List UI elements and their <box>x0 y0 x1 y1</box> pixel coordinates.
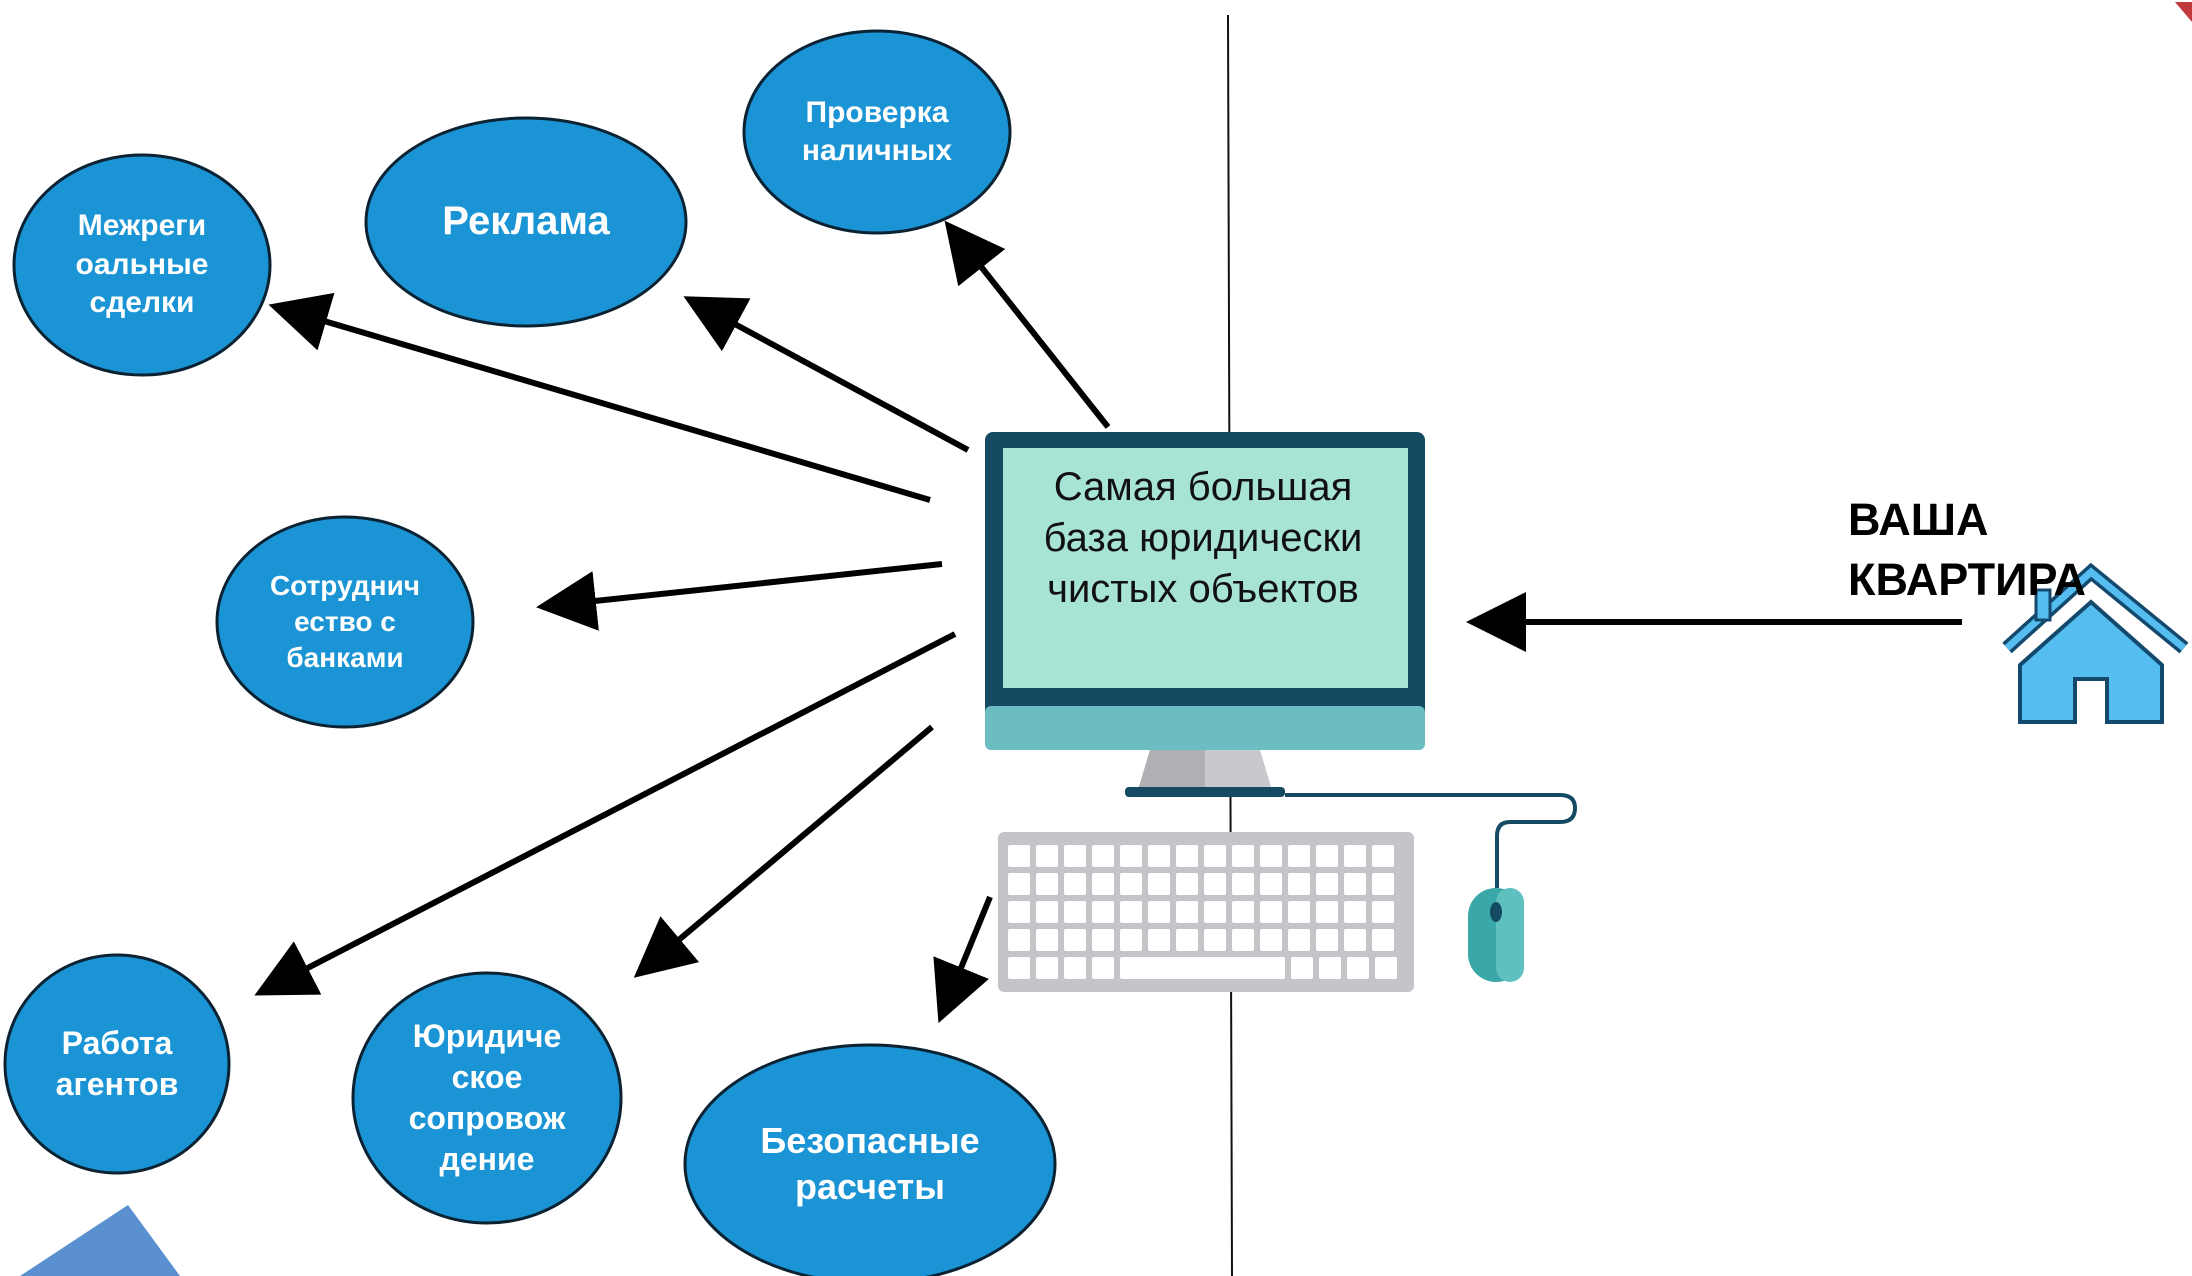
keyboard-key <box>1232 929 1254 951</box>
keyboard-key <box>1092 957 1114 979</box>
arrow-to-sotrudnichestvo <box>536 561 943 631</box>
corner-triangle-shape <box>20 1205 180 1276</box>
keyboard-key <box>1176 873 1198 895</box>
keyboard-key <box>1347 957 1369 979</box>
keyboard-key <box>1260 929 1282 951</box>
keyboard-key <box>1092 929 1114 951</box>
keyboard-key <box>1344 873 1366 895</box>
arrow-to-bezopasnye <box>933 895 993 1024</box>
keyboard-key <box>1372 901 1394 923</box>
keyboard-key <box>1204 929 1226 951</box>
computer-icon <box>985 432 1578 992</box>
keyboard-key <box>1176 901 1198 923</box>
monitor-base <box>1125 787 1285 797</box>
keyboard-key <box>1288 929 1310 951</box>
center-text: Самая большая база юридически чистых объ… <box>1043 465 1363 611</box>
keyboard-key <box>1120 957 1285 979</box>
keyboard-key <box>1092 873 1114 895</box>
keyboard-key <box>1316 845 1338 867</box>
keyboard-key <box>1036 873 1058 895</box>
keyboard-key <box>1260 901 1282 923</box>
mouse-cable <box>1285 793 1578 888</box>
keyboard-key <box>1036 957 1058 979</box>
keyboard-key <box>1148 845 1170 867</box>
keyboard-key <box>1260 845 1282 867</box>
arrow-to-mezhregionalnye <box>268 292 931 503</box>
center-database-text: Самая большая база юридически чистых объ… <box>1003 462 1403 642</box>
keyboard-key <box>1036 901 1058 923</box>
keyboard-key <box>1344 929 1366 951</box>
arrow-to-reklama <box>683 296 970 453</box>
keyboard-key <box>1291 957 1313 979</box>
keyboard-key <box>1148 873 1170 895</box>
keyboard-key <box>1064 957 1086 979</box>
keyboard-key <box>1319 957 1341 979</box>
arrow-to-yuridicheskoe <box>633 724 934 978</box>
keyboard-key <box>1344 901 1366 923</box>
keyboard-key <box>1288 873 1310 895</box>
node-reklama <box>364 116 688 328</box>
keyboard-key <box>1064 873 1086 895</box>
node-sotrudnichestvo <box>215 515 475 729</box>
arrows <box>254 220 1962 1024</box>
keyboard-key <box>1232 845 1254 867</box>
keyboard-key <box>1092 845 1114 867</box>
node-yuridicheskoe <box>351 971 623 1225</box>
keyboard-key <box>1120 929 1142 951</box>
keyboard-key <box>1008 901 1030 923</box>
keyboard-key <box>1344 845 1366 867</box>
house-label: ВАША КВАРТИРА <box>1848 490 2086 610</box>
keyboard-key <box>1176 929 1198 951</box>
keyboard-key <box>1316 873 1338 895</box>
keyboard-key <box>1008 957 1030 979</box>
keyboard-key <box>1120 901 1142 923</box>
keyboard-key <box>1064 929 1086 951</box>
node-bezopasnye <box>683 1043 1057 1276</box>
node-rabota-agentov <box>3 953 231 1175</box>
monitor-chin <box>985 706 1425 750</box>
keyboard-key <box>1372 929 1394 951</box>
keyboard-key <box>1288 845 1310 867</box>
keyboard-key <box>1232 901 1254 923</box>
nodes <box>3 29 1057 1276</box>
keyboard-key <box>1148 929 1170 951</box>
keyboard-key <box>1120 845 1142 867</box>
keyboard-key <box>1008 929 1030 951</box>
keyboard-key <box>1064 901 1086 923</box>
keyboard-key <box>1288 901 1310 923</box>
keyboard-key <box>1204 901 1226 923</box>
keyboard-key <box>1176 845 1198 867</box>
keyboard-key <box>1008 845 1030 867</box>
node-mezhregionalnye <box>12 153 272 377</box>
corner-accent-shape <box>2175 2 2192 22</box>
monitor-screen <box>1003 448 1408 688</box>
keyboard-key <box>1148 901 1170 923</box>
keyboard-key <box>1372 873 1394 895</box>
keyboard-key <box>1036 845 1058 867</box>
node-proverka <box>742 29 1012 235</box>
keyboard-key <box>1316 901 1338 923</box>
keyboard-key <box>1372 845 1394 867</box>
keyboard-key <box>1120 873 1142 895</box>
arrow-to-proverka <box>944 220 1111 429</box>
keyboard-key <box>1204 873 1226 895</box>
keyboard-key <box>1375 957 1397 979</box>
keyboard-key <box>1316 929 1338 951</box>
keyboard-key <box>1232 873 1254 895</box>
keyboard-key <box>1064 845 1086 867</box>
keyboard-key <box>1092 901 1114 923</box>
house-label-text: ВАША КВАРТИРА <box>1848 494 2087 605</box>
keyboard-key <box>1204 845 1226 867</box>
house-icon <box>2002 562 2189 724</box>
keyboard-key <box>1036 929 1058 951</box>
keyboard-key <box>1260 873 1282 895</box>
keyboard-key <box>1008 873 1030 895</box>
arrow-to-rabota-agentov <box>254 631 957 996</box>
